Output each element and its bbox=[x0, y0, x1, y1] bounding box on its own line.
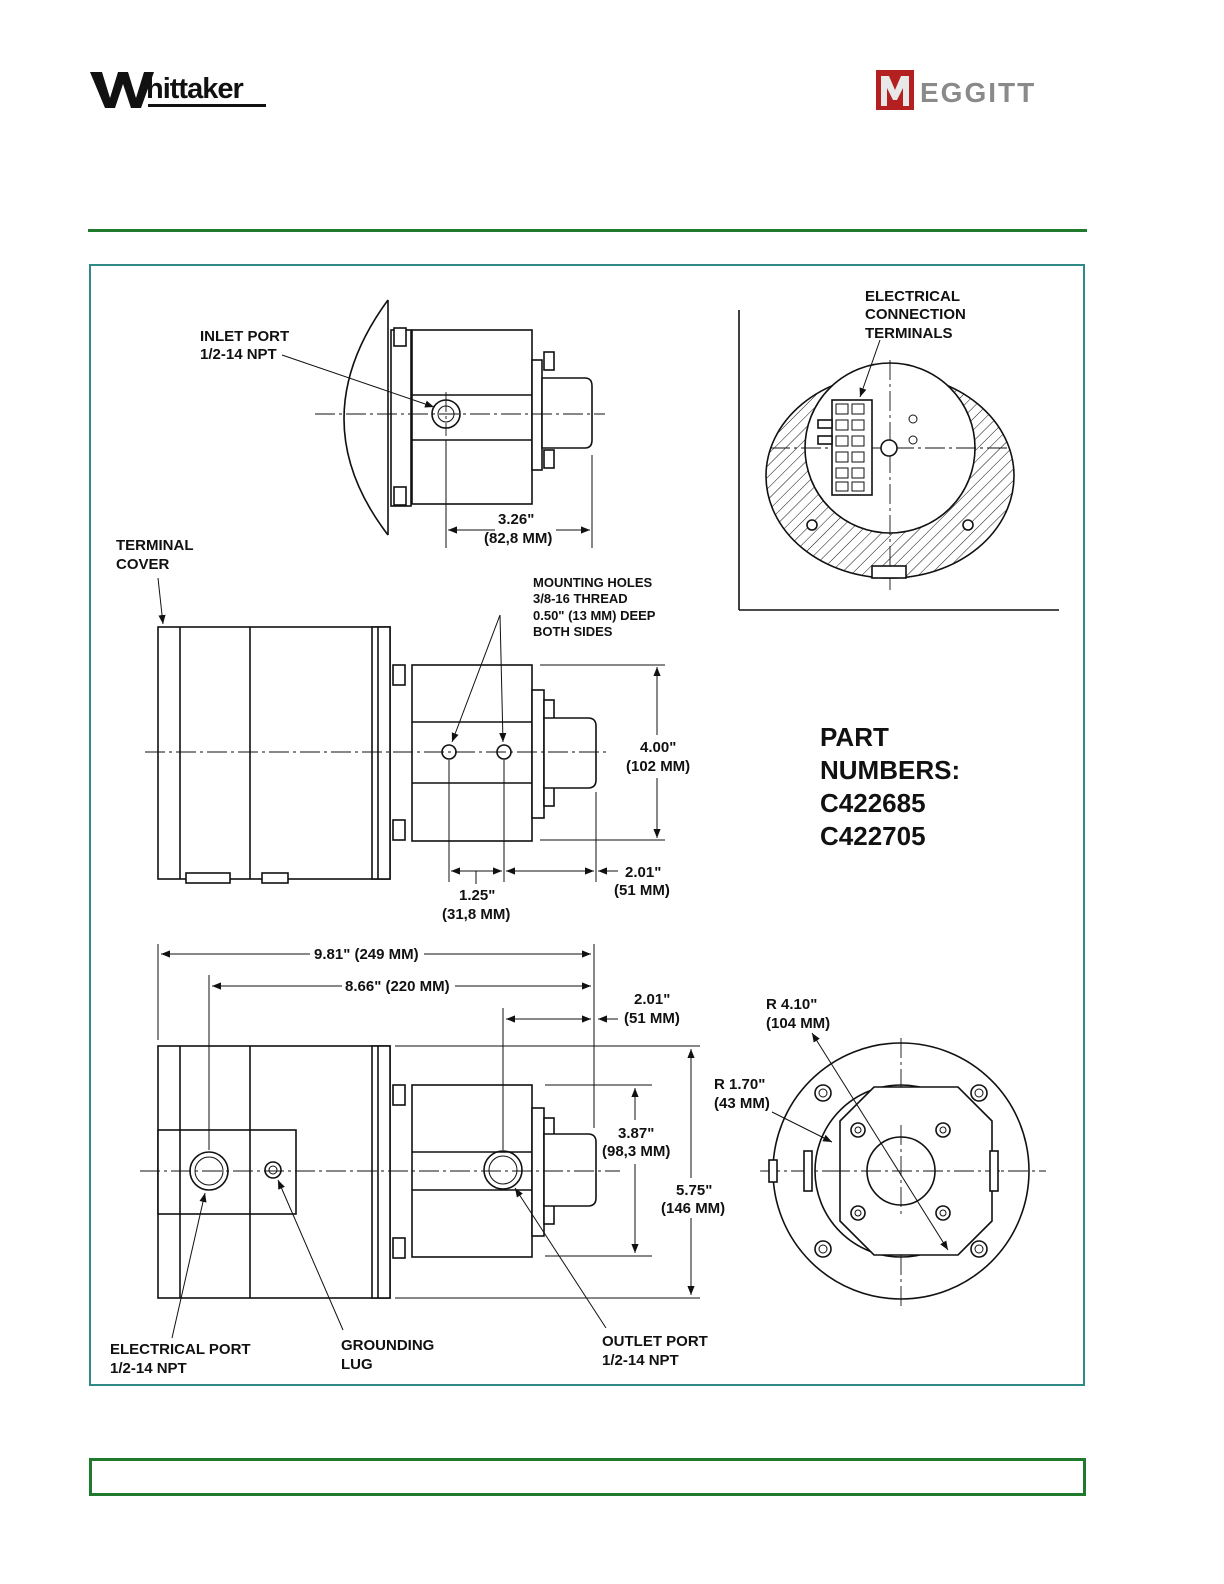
dim-1-25-label: 1.25" bbox=[459, 887, 495, 904]
radius-4-10-label: R 4.10" bbox=[766, 996, 817, 1013]
top-view: 3.26" (82,8 MM) INLET PORT 1/2-14 NPT bbox=[200, 299, 605, 548]
drawing-frame bbox=[89, 264, 1085, 1386]
outlet-port-label: OUTLET PORT bbox=[602, 1333, 708, 1350]
terminals-label-2: CONNECTION bbox=[865, 306, 966, 323]
side-view: 4.00" (102 MM) 1.25" (31,8 MM) 2.01" (51… bbox=[116, 537, 690, 923]
dim-4-00-mm-label: (102 MM) bbox=[626, 758, 690, 775]
header-rule bbox=[88, 229, 1087, 232]
side-body bbox=[411, 664, 533, 842]
part-numbers-title-2: NUMBERS: bbox=[820, 755, 960, 785]
whittaker-logo: hittaker bbox=[90, 72, 266, 108]
whittaker-w-mark bbox=[90, 72, 154, 108]
dim-front-2-01-mm-label: (51 MM) bbox=[624, 1010, 680, 1027]
electrical-port-thread-label: 1/2-14 NPT bbox=[110, 1360, 187, 1377]
outlet-port-thread-label: 1/2-14 NPT bbox=[602, 1352, 679, 1369]
inlet-port-thread-label: 1/2-14 NPT bbox=[200, 346, 277, 363]
outlet-port-circle bbox=[483, 1150, 523, 1190]
meggitt-logo: EGGITT bbox=[876, 70, 1036, 110]
meggitt-wordmark: EGGITT bbox=[920, 77, 1036, 108]
mounting-holes-label-2: 3/8-16 THREAD bbox=[533, 591, 628, 606]
mounting-holes-label-4: BOTH SIDES bbox=[533, 624, 613, 639]
grounding-lug-label-2: LUG bbox=[341, 1356, 373, 1373]
part-number-2: C422705 bbox=[820, 821, 926, 851]
radius-1-70-mm-label: (43 MM) bbox=[714, 1095, 770, 1112]
terminal-cover-label-1: TERMINAL bbox=[116, 537, 194, 554]
meggitt-m-glyph bbox=[881, 76, 909, 106]
grounding-lug-circle bbox=[264, 1161, 282, 1179]
whittaker-wordmark: hittaker bbox=[146, 73, 243, 105]
terminal-view: ELECTRICAL CONNECTION TERMINALS bbox=[738, 288, 1059, 611]
terminals-label-1: ELECTRICAL bbox=[865, 288, 960, 305]
part-numbers-title-1: PART bbox=[820, 722, 889, 752]
terminal-cover-body bbox=[157, 626, 391, 880]
dim-3-87-label: 3.87" bbox=[618, 1125, 654, 1142]
mounting-holes-label-1: MOUNTING HOLES bbox=[533, 575, 652, 590]
dim-1-25-mm-label: (31,8 MM) bbox=[442, 906, 510, 923]
end-view: R 4.10" (104 MM) R 1.70" (43 MM) bbox=[714, 996, 1046, 1306]
dim-9-81-label: 9.81" (249 MM) bbox=[314, 946, 419, 963]
dim-2-01-label: 2.01" bbox=[625, 864, 661, 881]
radius-1-70-label: R 1.70" bbox=[714, 1076, 765, 1093]
part-numbers: PART NUMBERS: C422685 C422705 bbox=[820, 722, 960, 851]
mounting-holes-label-3: 0.50" (13 MM) DEEP bbox=[533, 608, 656, 623]
whittaker-underline bbox=[148, 104, 266, 107]
inlet-port-label: INLET PORT bbox=[200, 328, 289, 345]
terminal-cover-label-2: COVER bbox=[116, 556, 170, 573]
top-body bbox=[411, 329, 533, 505]
dim-4-00-label: 4.00" bbox=[640, 739, 676, 756]
dim-3-87-mm-label: (98,3 MM) bbox=[602, 1143, 670, 1160]
grounding-lug-label-1: GROUNDING bbox=[341, 1337, 434, 1354]
dim-5-75-mm-label: (146 MM) bbox=[661, 1200, 725, 1217]
dim-2-01-mm-label: (51 MM) bbox=[614, 882, 670, 899]
dim-3-26-mm-label: (82,8 MM) bbox=[484, 530, 552, 547]
radius-4-10-mm-label: (104 MM) bbox=[766, 1015, 830, 1032]
terminal-block bbox=[831, 399, 873, 496]
junction-plate bbox=[157, 1129, 297, 1215]
front-view: 9.81" (249 MM) 8.66" (220 MM) 2.01" (51 … bbox=[110, 944, 725, 1377]
part-number-1: C422685 bbox=[820, 788, 926, 818]
dim-front-2-01-label: 2.01" bbox=[634, 991, 670, 1008]
footer-box bbox=[89, 1458, 1086, 1496]
terminals-label-3: TERMINALS bbox=[865, 325, 953, 342]
dim-8-66-label: 8.66" (220 MM) bbox=[345, 978, 450, 995]
dim-3-26-label: 3.26" bbox=[498, 511, 534, 528]
electrical-port-label: ELECTRICAL PORT bbox=[110, 1341, 251, 1358]
dim-5-75-label: 5.75" bbox=[676, 1182, 712, 1199]
top-flange-dome bbox=[343, 299, 389, 536]
